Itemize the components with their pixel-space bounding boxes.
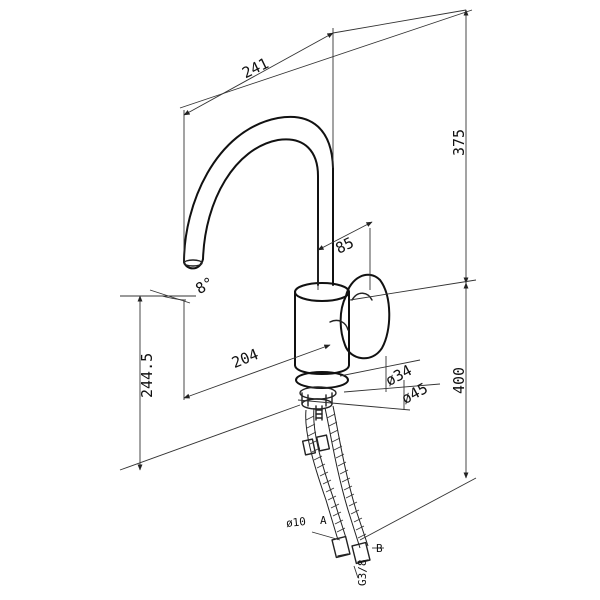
dim-8-degrees: 8° — [192, 273, 217, 298]
body-top — [294, 282, 350, 302]
label-g38: G3/8 — [356, 560, 369, 587]
label-b: B — [376, 542, 383, 555]
dimension-lines — [119, 9, 477, 579]
dim-85: 85 — [333, 233, 357, 257]
lever-joint — [329, 319, 349, 331]
fitting-b — [351, 541, 371, 565]
dim-244-5: 244.5 — [138, 353, 156, 398]
spout-outer — [183, 115, 334, 286]
supply-hoses — [301, 405, 371, 565]
lever-handle — [339, 273, 391, 360]
dimension-labels: 241 375 85 8° 204 244.5 ø34 ø45 400 ø10 … — [138, 54, 468, 586]
label-d10: ø10 — [285, 515, 306, 530]
dim-241: 241 — [239, 54, 271, 82]
spout-outlet — [183, 259, 203, 267]
fitting-a — [331, 535, 351, 559]
faucet-body — [183, 115, 391, 421]
dim-204: 204 — [229, 345, 261, 372]
dim-400: 400 — [450, 367, 468, 394]
spout-inner — [202, 138, 319, 286]
dim-d45: ø45 — [398, 379, 430, 408]
dim-375: 375 — [450, 129, 468, 156]
label-a: A — [320, 514, 327, 527]
